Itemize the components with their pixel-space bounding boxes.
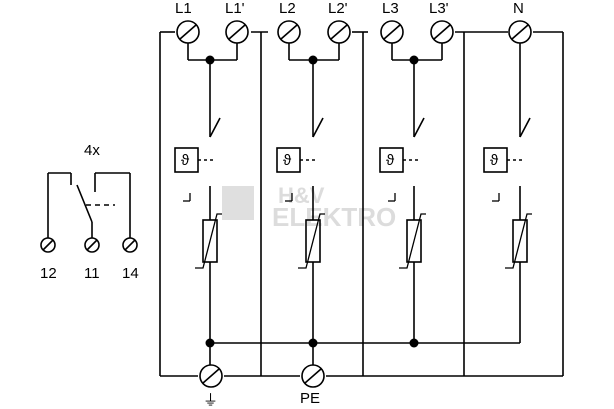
terminal-label-l2-prime: L2' xyxy=(328,0,348,17)
top-terminal-labels: L1 L1' L2 L2' L3 L3' N xyxy=(175,0,524,17)
pe-label: PE xyxy=(300,390,320,407)
terminal-label-l1-prime: L1' xyxy=(225,0,245,17)
watermark: H&V ELEKTRO xyxy=(222,183,396,232)
terminal-label-l3: L3 xyxy=(382,0,399,17)
common-bus xyxy=(205,338,520,365)
phase-l2-branch: ϑ xyxy=(276,20,351,343)
thermal-symbol-l2: ϑ xyxy=(283,152,292,169)
watermark-logo-icon xyxy=(222,186,254,220)
module-frame xyxy=(159,31,564,377)
thermal-symbol-l3: ϑ xyxy=(386,152,395,169)
remote-signalling-contact: 4x 12 11 14 xyxy=(40,142,139,282)
thermal-symbol-l1: ϑ xyxy=(181,152,190,169)
ground-symbol-icon: ⏚ xyxy=(203,392,218,409)
terminal-label-14: 14 xyxy=(122,265,139,282)
contact-multiplier: 4x xyxy=(84,142,100,159)
varistor-l1 xyxy=(202,219,218,263)
terminal-label-11: 11 xyxy=(84,265,100,282)
varistor-l3 xyxy=(406,219,422,263)
phase-l1-branch: ϑ xyxy=(174,20,249,343)
phase-l3-branch: ϑ xyxy=(379,20,454,343)
neutral-branch: ϑ xyxy=(483,20,532,343)
thermal-symbol-n: ϑ xyxy=(490,152,499,169)
terminal-label-l3-prime: L3' xyxy=(429,0,449,17)
varistor-l2 xyxy=(305,219,321,263)
watermark-line1: H&V xyxy=(278,183,325,208)
varistor-n xyxy=(512,219,528,263)
terminal-label-n: N xyxy=(513,0,524,17)
terminal-label-12: 12 xyxy=(40,265,57,282)
watermark-line2: ELEKTRO xyxy=(272,202,396,232)
bottom-terminals: ⏚ PE xyxy=(199,364,325,409)
terminal-label-l2: L2 xyxy=(279,0,296,17)
terminal-label-l1: L1 xyxy=(175,0,192,17)
